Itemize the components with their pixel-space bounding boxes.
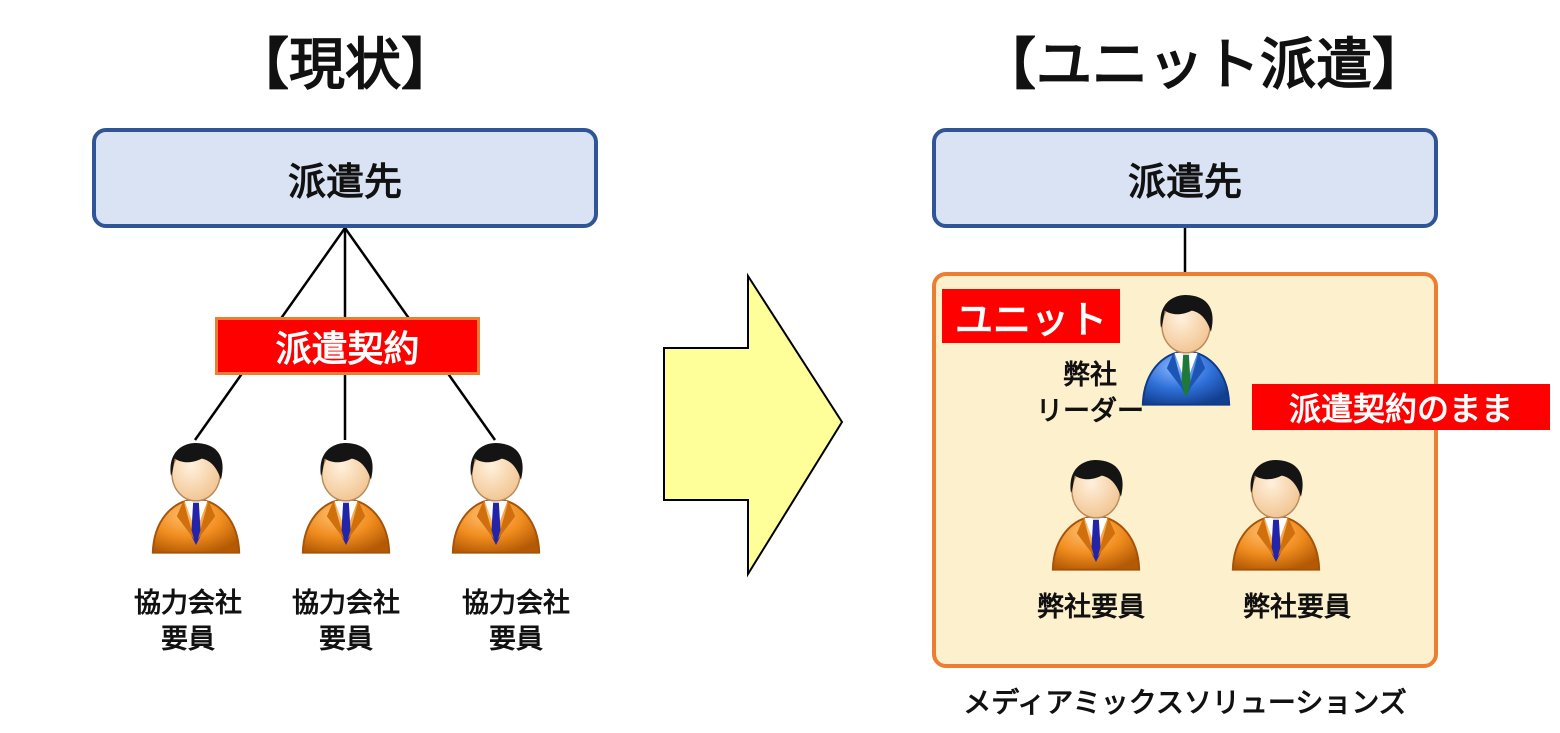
worker-caption-line1: 協力会社 [108,586,268,622]
worker-caption-line1: 協力会社 [266,586,426,622]
member-caption-1: 弊社要員 [1006,590,1176,626]
worker-caption-3: 協力会社 要員 [436,586,596,659]
orange-person-icon [1048,455,1144,573]
leader-caption-line1: 弊社 [1020,358,1160,394]
orange-person-icon [148,438,244,556]
worker-caption-line2: 要員 [436,622,596,658]
worker-caption-2: 協力会社 要員 [266,586,426,659]
orange-person-icon [448,438,544,556]
orange-person-icon [298,438,394,556]
company-name: メディアミックスソリューションズ [932,684,1438,722]
unit-label: ユニット [942,289,1120,343]
worker-caption-line2: 要員 [108,622,268,658]
worker-caption-1: 協力会社 要員 [108,586,268,659]
leader-caption-line2: リーダー [1020,394,1160,430]
left-client-box: 派遣先 [92,128,598,228]
right-client-label: 派遣先 [1128,151,1242,206]
left-contract-label: 派遣契約 [215,317,480,375]
left-title: 【現状】 [195,38,495,94]
left-contract-text: 派遣契約 [275,320,419,372]
unit-label-text: ユニット [955,289,1107,344]
worker-caption-line2: 要員 [266,622,426,658]
contract-note-text: 派遣契約のまま [1289,384,1513,430]
member-caption-2: 弊社要員 [1212,590,1382,626]
left-client-label: 派遣先 [288,151,402,206]
leader-caption: 弊社 リーダー [1020,358,1160,431]
orange-person-icon [1228,455,1324,573]
right-title: 【ユニット派遣】 [980,38,1380,94]
worker-caption-line1: 協力会社 [436,586,596,622]
right-client-box: 派遣先 [932,128,1438,228]
contract-note: 派遣契約のまま [1252,384,1550,430]
right-arrow-icon [660,272,850,580]
